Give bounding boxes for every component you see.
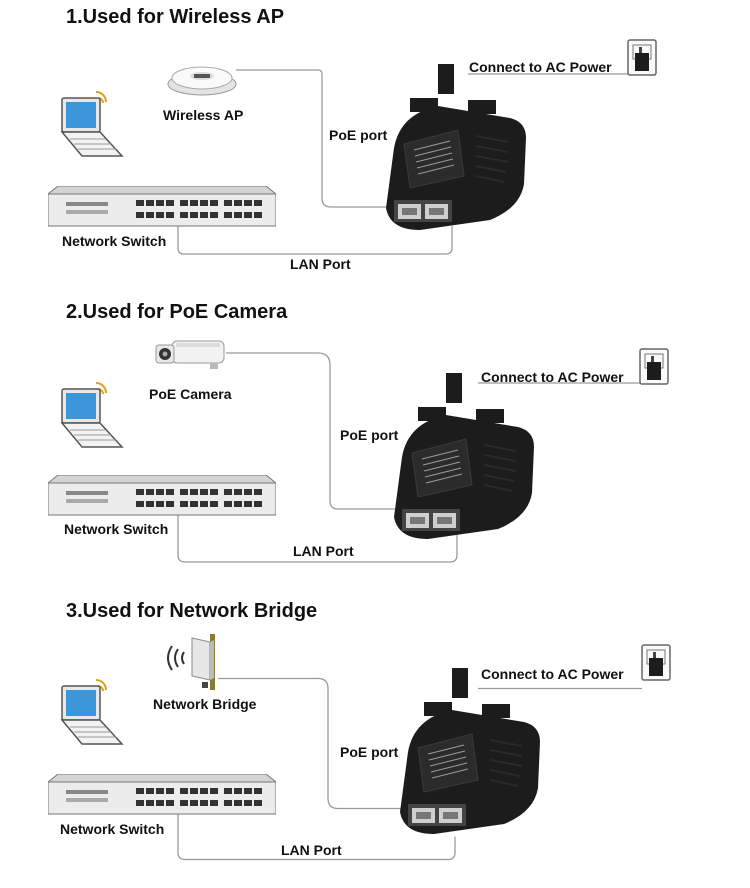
connection-wires: [177, 69, 630, 255]
network-switch-icon: [48, 774, 276, 816]
poe-adapter-icon: [388, 367, 538, 543]
panel-title: 2.Used for PoE Camera: [66, 301, 288, 323]
poe-cable: [218, 677, 406, 810]
device-label: Wireless AP: [163, 107, 244, 123]
wall-outlet-icon: [638, 348, 670, 386]
lan-port-label: LAN Port: [281, 842, 342, 858]
lan-port-label: LAN Port: [293, 543, 354, 559]
device-label: Network Bridge: [153, 696, 257, 712]
wireless-ap-icon: [166, 58, 238, 98]
laptop-icon: [56, 674, 130, 754]
wall-outlet-icon: [626, 39, 658, 77]
panel-wireless-ap: 1.Used for Wireless AP: [0, 0, 750, 294]
poe-adapter-icon: [394, 662, 544, 838]
lan-cable: [177, 226, 453, 255]
poe-adapter-icon: [380, 58, 530, 234]
device-label: PoE Camera: [149, 386, 232, 402]
network-switch-icon: [48, 475, 276, 517]
laptop-icon: [56, 377, 130, 457]
poe-port-label: PoE port: [340, 744, 399, 760]
lan-cable: [177, 511, 458, 563]
switch-label: Network Switch: [62, 233, 167, 249]
switch-label: Network Switch: [60, 821, 165, 837]
poe-port-label: PoE port: [340, 427, 399, 443]
poe-cable: [226, 352, 398, 510]
panel-title: 3.Used for Network Bridge: [66, 600, 318, 622]
lan-port-label: LAN Port: [290, 256, 351, 272]
ac-power-label: Connect to AC Power: [481, 369, 624, 385]
connection-wires: [177, 677, 642, 861]
panel-poe-camera: 2.Used for PoE Camera: [0, 295, 750, 589]
poe-cable: [236, 69, 398, 208]
poe-port-label: PoE port: [329, 127, 388, 143]
network-switch-icon: [48, 186, 276, 228]
switch-label: Network Switch: [64, 521, 169, 537]
panel-title: 1.Used for Wireless AP: [66, 6, 285, 28]
connection-wires: [177, 352, 640, 563]
ac-power-label: Connect to AC Power: [481, 666, 624, 682]
poe-camera-icon: [154, 337, 228, 371]
panel-network-bridge: 3.Used for Network Bridge: [0, 594, 750, 888]
lan-cable: [177, 814, 456, 861]
wall-outlet-icon: [640, 644, 672, 682]
laptop-icon: [56, 86, 130, 166]
ac-power-label: Connect to AC Power: [469, 59, 612, 75]
network-bridge-icon: [158, 634, 224, 690]
